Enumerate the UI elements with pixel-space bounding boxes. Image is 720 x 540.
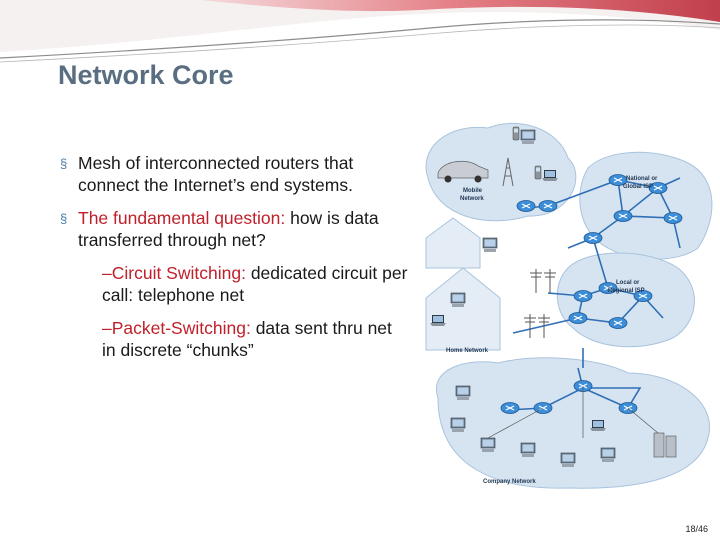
router-icon	[608, 316, 628, 330]
bullet-square-icon: §	[60, 211, 68, 226]
header-banner	[0, 0, 720, 63]
sub-bullet-dash: –	[102, 263, 112, 283]
computer-icon	[520, 442, 536, 458]
telephone-pole-icon	[529, 268, 543, 294]
label-regional-isp: Regional ISP	[608, 288, 645, 294]
router-icon	[613, 209, 633, 223]
router-icon	[568, 311, 588, 325]
bullet-item: § Mesh of interconnected routers that co…	[60, 152, 410, 196]
computer-icon	[480, 437, 496, 453]
phone-icon	[534, 165, 542, 180]
computer-icon	[450, 417, 466, 433]
telephone-pole-icon	[543, 268, 557, 294]
computer-icon	[600, 447, 616, 463]
telephone-pole-icon	[523, 313, 537, 339]
company-network-cloud	[435, 357, 710, 489]
router-icon	[663, 211, 683, 225]
router-icon	[583, 231, 603, 245]
bullet-square-icon: §	[60, 156, 68, 171]
router-icon	[516, 199, 536, 213]
server-icon	[653, 432, 677, 458]
label-mobile: Mobile	[463, 188, 483, 194]
laptop-icon	[430, 315, 446, 326]
label-local: Local or	[616, 280, 640, 286]
sub-bullet-dash: –	[102, 318, 112, 338]
laptop-icon	[542, 170, 558, 181]
sub-bullet-highlight: Packet-Switching:	[111, 318, 251, 338]
router-icon	[573, 289, 593, 303]
bullet-text: how is data transferred through net?	[78, 208, 379, 250]
computer-icon	[560, 452, 576, 468]
label-national: National or	[626, 176, 658, 182]
sub-bullet-highlight: Circuit Switching:	[111, 263, 246, 283]
slide-title: Network Core	[58, 60, 234, 90]
router-icon	[538, 199, 558, 213]
computer-icon	[455, 385, 471, 401]
mobile-network-cloud	[425, 122, 577, 222]
car-icon	[437, 160, 489, 183]
computer-icon	[482, 237, 498, 253]
computer-icon	[520, 129, 536, 145]
network-diagram: Mobile Network National or Global ISP Lo…	[425, 122, 713, 489]
home-network-house-2	[425, 217, 481, 269]
sub-bullet-text: data sent thru net in discrete “chunks”	[102, 318, 392, 360]
label-company-network: Company Network	[483, 479, 536, 485]
tower-icon	[502, 157, 514, 187]
bullet-list: § Mesh of interconnected routers that co…	[60, 152, 410, 372]
label-mobile-network: Network	[460, 196, 484, 202]
laptop-icon	[590, 420, 606, 431]
sub-bullet-item: –Packet-Switching: data sent thru net in…	[60, 317, 410, 361]
page-number: 18/46	[685, 524, 708, 534]
bullet-item: § The fundamental question: how is data …	[60, 207, 410, 251]
global-isp-cloud	[579, 151, 713, 260]
bullet-text: Mesh of interconnected routers that conn…	[78, 153, 354, 195]
sub-bullet-item: –Circuit Switching: dedicated circuit pe…	[60, 262, 410, 306]
label-home-network: Home Network	[446, 348, 489, 354]
computer-icon	[450, 292, 466, 308]
router-icon	[500, 401, 520, 415]
label-global-isp: Global ISP	[623, 184, 653, 190]
home-network-house	[425, 267, 501, 351]
phone-icon	[512, 126, 520, 141]
regional-isp-cloud	[556, 252, 695, 348]
sub-bullet-text: dedicated circuit per call: telephone ne…	[102, 263, 408, 305]
bullet-highlight: The fundamental question:	[78, 208, 286, 228]
